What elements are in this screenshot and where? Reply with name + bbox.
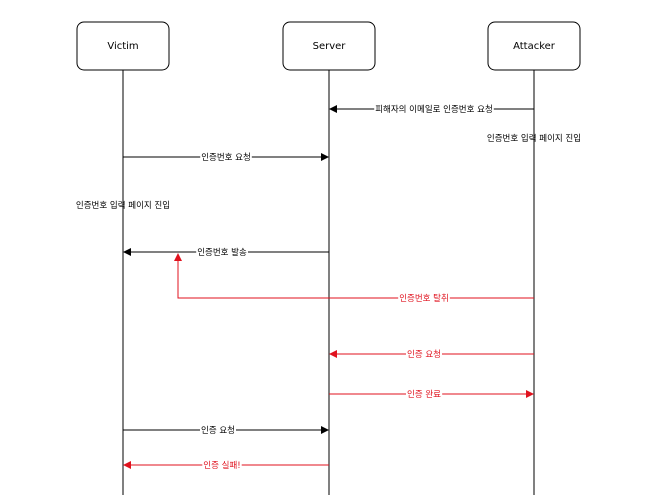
message-label: 피해자의 이메일로 인증번호 요청 bbox=[375, 104, 493, 115]
message-request-code-for-victim: 피해자의 이메일로 인증번호 요청 bbox=[329, 104, 534, 115]
message-victim-auth-request: 인증 요청 bbox=[123, 425, 329, 436]
message-attacker-auth-request: 인증 요청 bbox=[329, 349, 534, 360]
message-label: 인증번호 탈취 bbox=[399, 293, 449, 304]
message-label: 인증 실패! bbox=[203, 460, 240, 471]
message-victim-request-code: 인증번호 요청 bbox=[123, 152, 329, 163]
message-steal-code: 인증번호 탈취 bbox=[174, 253, 534, 304]
note-attacker-enter-page: 인증번호 입력 페이지 진입 bbox=[487, 133, 581, 144]
actor-server: Server bbox=[282, 21, 376, 71]
message-label: 인증 요청 bbox=[201, 425, 235, 436]
message-label: 인증 요청 bbox=[407, 349, 441, 360]
actor-attacker-label: Attacker bbox=[513, 41, 556, 52]
actor-victim-label: Victim bbox=[107, 41, 138, 52]
message-label: 인증번호 발송 bbox=[197, 247, 247, 258]
actor-server-label: Server bbox=[313, 41, 347, 52]
message-auth-failed: 인증 실패! bbox=[123, 460, 329, 471]
message-label: 인증 완료 bbox=[407, 389, 441, 400]
actor-attacker: Attacker bbox=[487, 21, 581, 71]
message-auth-complete: 인증 완료 bbox=[329, 389, 534, 400]
note-victim-enter-page: 인증번호 입력 페이지 진입 bbox=[76, 200, 170, 211]
message-label: 인증번호 요청 bbox=[201, 152, 251, 163]
message-send-code: 인증번호 발송 bbox=[123, 247, 329, 258]
actor-victim: Victim bbox=[76, 21, 170, 71]
